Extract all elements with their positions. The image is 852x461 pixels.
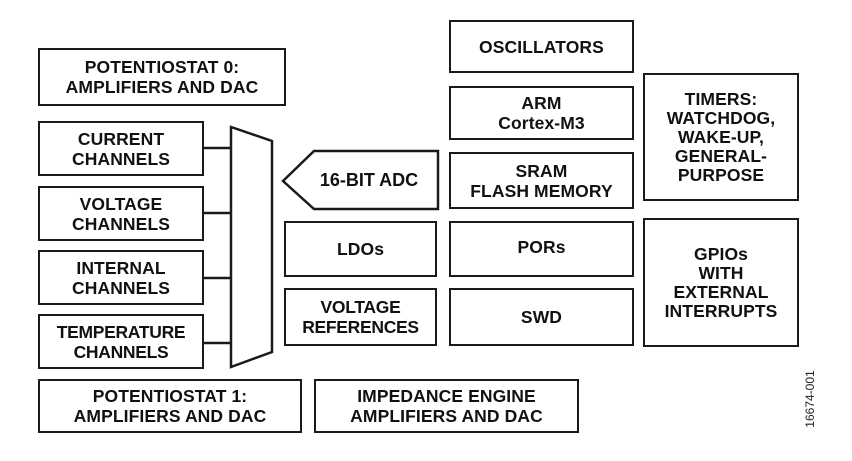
- gpios-block: GPIOs WITH EXTERNAL INTERRUPTS: [643, 218, 799, 347]
- ldos-block: LDOs: [284, 221, 437, 277]
- arm-cortex-block: ARM Cortex-M3: [449, 86, 634, 140]
- swd-block: SWD: [449, 288, 634, 346]
- pors-block: PORs: [449, 221, 634, 277]
- potentiostat0-block: POTENTIOSTAT 0: AMPLIFIERS AND DAC: [38, 48, 286, 106]
- sram-flash-block: SRAM FLASH MEMORY: [449, 152, 634, 209]
- figure-id-label: 16674-001: [803, 370, 817, 428]
- multiplexer-shape: [229, 125, 274, 369]
- voltage-channels-block: VOLTAGE CHANNELS: [38, 186, 204, 241]
- internal-channels-block: INTERNAL CHANNELS: [38, 250, 204, 305]
- oscillators-block: OSCILLATORS: [449, 20, 634, 73]
- temperature-channels-block: TEMPERATURE CHANNELS: [38, 314, 204, 369]
- voltage-references-block: VOLTAGE REFERENCES: [284, 288, 437, 346]
- impedance-engine-block: IMPEDANCE ENGINE AMPLIFIERS AND DAC: [314, 379, 579, 433]
- timers-block: TIMERS: WATCHDOG, WAKE-UP, GENERAL- PURP…: [643, 73, 799, 201]
- potentiostat1-block: POTENTIOSTAT 1: AMPLIFIERS AND DAC: [38, 379, 302, 433]
- adc-arrow-shape: [281, 149, 440, 211]
- adc-label: 16-BIT ADC: [319, 169, 419, 190]
- current-channels-block: CURRENT CHANNELS: [38, 121, 204, 176]
